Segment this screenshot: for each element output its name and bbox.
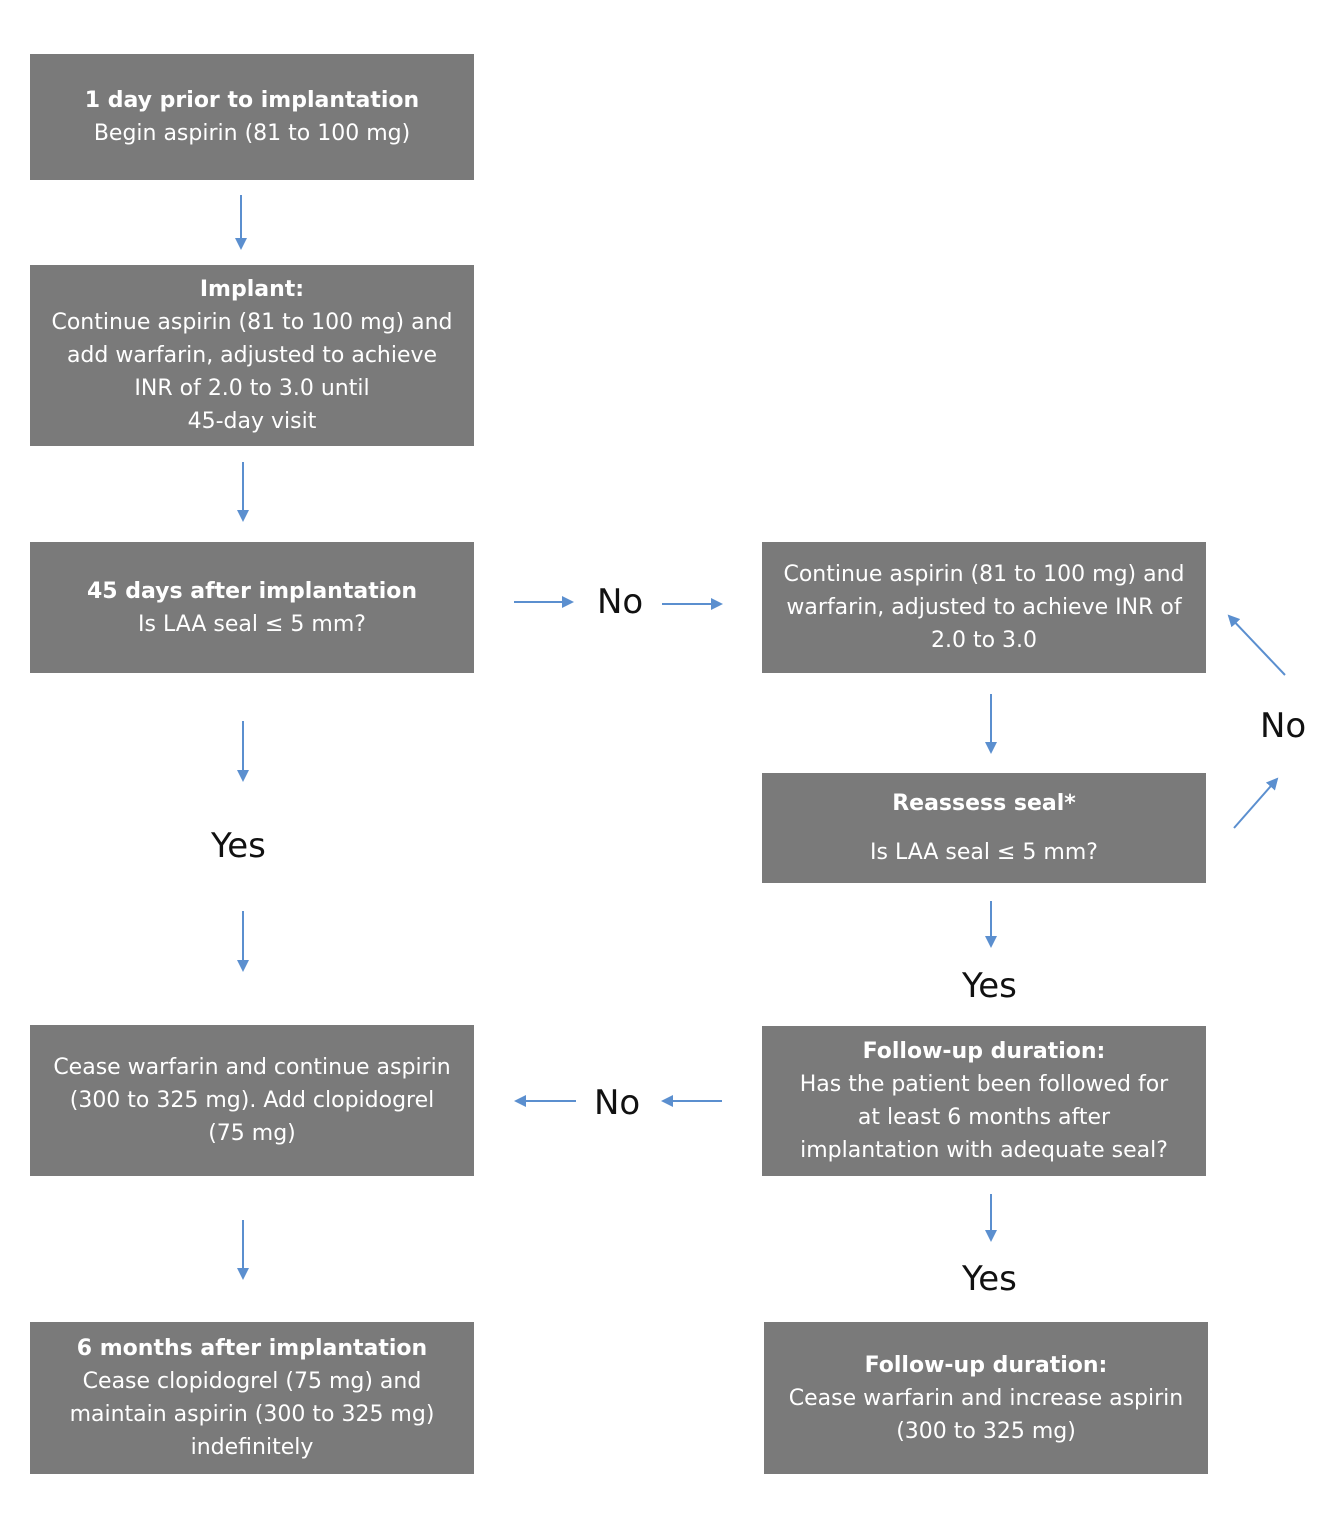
step-pre-implantation: 1 day prior to implantation Begin aspiri… (30, 54, 474, 180)
step-cease-warfarin-text-2: (300 to 325 mg). Add clopidogrel (69, 1088, 435, 1113)
label-yes-reassess: Yes (962, 966, 1017, 1006)
step-6-months: 6 months after implantation Cease clopid… (30, 1322, 474, 1474)
step-cease-warfarin: Cease warfarin and continue aspirin (300… (30, 1025, 474, 1176)
step-continue-warfarin-text-2: warfarin, adjusted to achieve INR of (786, 595, 1182, 620)
step-implant-text-4: 45-day visit (187, 409, 317, 434)
label-no-follow-up: No (594, 1083, 641, 1123)
step-continue-warfarin-text-3: 2.0 to 3.0 (930, 628, 1038, 653)
label-yes-follow-up: Yes (962, 1259, 1017, 1299)
step-reassess-seal: Reassess seal* Is LAA seal ≤ 5 mm? (762, 773, 1206, 883)
step-6-months-text-1: Cease clopidogrel (75 mg) and (82, 1369, 422, 1394)
label-no-reassess: No (1260, 706, 1307, 746)
step-follow-up-final-text-1: Cease warfarin and increase aspirin (788, 1385, 1184, 1411)
step-45-days: 45 days after implantation Is LAA seal ≤… (30, 542, 474, 673)
step-45-days-question: Is LAA seal ≤ 5 mm? (138, 611, 366, 637)
step-implant-text-1: Continue aspirin (81 to 100 mg) and (51, 310, 453, 335)
step-implant-text-3: INR of 2.0 to 3.0 until (134, 376, 370, 401)
step-follow-up-final-title: Follow-up duration: (864, 1352, 1108, 1378)
step-follow-up-question-text-2: at least 6 months after (857, 1105, 1111, 1130)
step-pre-implantation-title: 1 day prior to implantation (84, 88, 420, 113)
step-pre-implantation-text: Begin aspirin (81 to 100 mg) (93, 121, 411, 146)
step-reassess-seal-title: Reassess seal* (892, 791, 1076, 816)
step-6-months-title: 6 months after implantation (76, 1336, 428, 1361)
step-follow-up-question-text-1: Has the patient been followed for (799, 1072, 1169, 1097)
step-45-days-title: 45 days after implantation (86, 578, 418, 604)
step-follow-up-final-text-2: (300 to 325 mg) (896, 1418, 1076, 1444)
arrow-reassess-to-no (1233, 777, 1279, 829)
step-continue-warfarin: Continue aspirin (81 to 100 mg) and warf… (762, 542, 1206, 673)
step-follow-up-question: Follow-up duration: Has the patient been… (762, 1026, 1206, 1176)
step-implant: Implant: Continue aspirin (81 to 100 mg)… (30, 265, 474, 446)
step-follow-up-final: Follow-up duration: Cease warfarin and i… (764, 1322, 1208, 1474)
label-no-45-days: No (597, 582, 644, 622)
step-follow-up-question-title: Follow-up duration: (862, 1039, 1106, 1064)
step-implant-text-2: add warfarin, adjusted to achieve (66, 343, 438, 368)
step-6-months-text-3: indefinitely (190, 1435, 314, 1460)
step-reassess-seal-question: Is LAA seal ≤ 5 mm? (870, 840, 1098, 865)
step-implant-title: Implant: (199, 277, 305, 302)
step-cease-warfarin-text-1: Cease warfarin and continue aspirin (53, 1055, 451, 1080)
label-yes-45-days: Yes (211, 826, 266, 866)
step-6-months-text-2: maintain aspirin (300 to 325 mg) (69, 1402, 435, 1427)
arrow-no-to-continue-back (1227, 614, 1286, 676)
step-follow-up-question-text-3: implantation with adequate seal? (800, 1138, 1168, 1163)
step-continue-warfarin-text-1: Continue aspirin (81 to 100 mg) and (783, 562, 1185, 587)
step-cease-warfarin-text-3: (75 mg) (208, 1121, 296, 1146)
